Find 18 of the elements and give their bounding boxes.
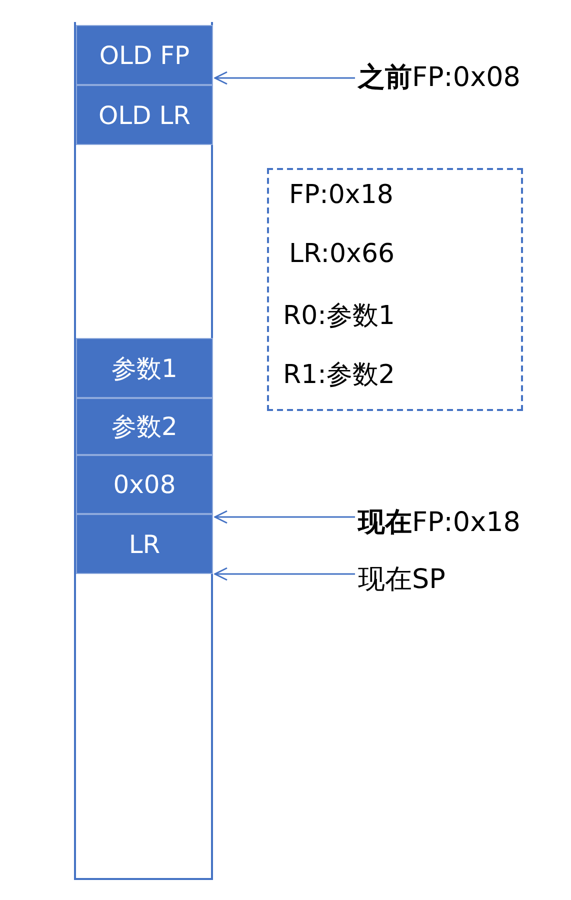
- register-value: R0:参数1: [283, 300, 395, 333]
- stack-slot: 参数1: [76, 338, 213, 398]
- register-value: FP:0x18: [289, 180, 394, 210]
- pointer-label: 现在SP: [358, 562, 446, 598]
- pointer-label: 之前FP:0x08: [358, 60, 520, 96]
- register-value: R1:参数2: [283, 359, 395, 392]
- stack-slot: OLD FP: [76, 25, 213, 85]
- arrow: [214, 71, 355, 85]
- stack-column: [74, 22, 213, 880]
- stack-slot: LR: [76, 514, 213, 574]
- register-value: LR:0x66: [289, 239, 395, 269]
- stack-slot: 0x08: [76, 455, 213, 514]
- pointer-label: 现在FP:0x18: [358, 505, 520, 541]
- arrow: [214, 510, 355, 524]
- stack-slot: OLD LR: [76, 85, 213, 145]
- register-panel: [267, 168, 523, 411]
- arrow: [214, 567, 355, 581]
- stack-slot: 参数2: [76, 398, 213, 455]
